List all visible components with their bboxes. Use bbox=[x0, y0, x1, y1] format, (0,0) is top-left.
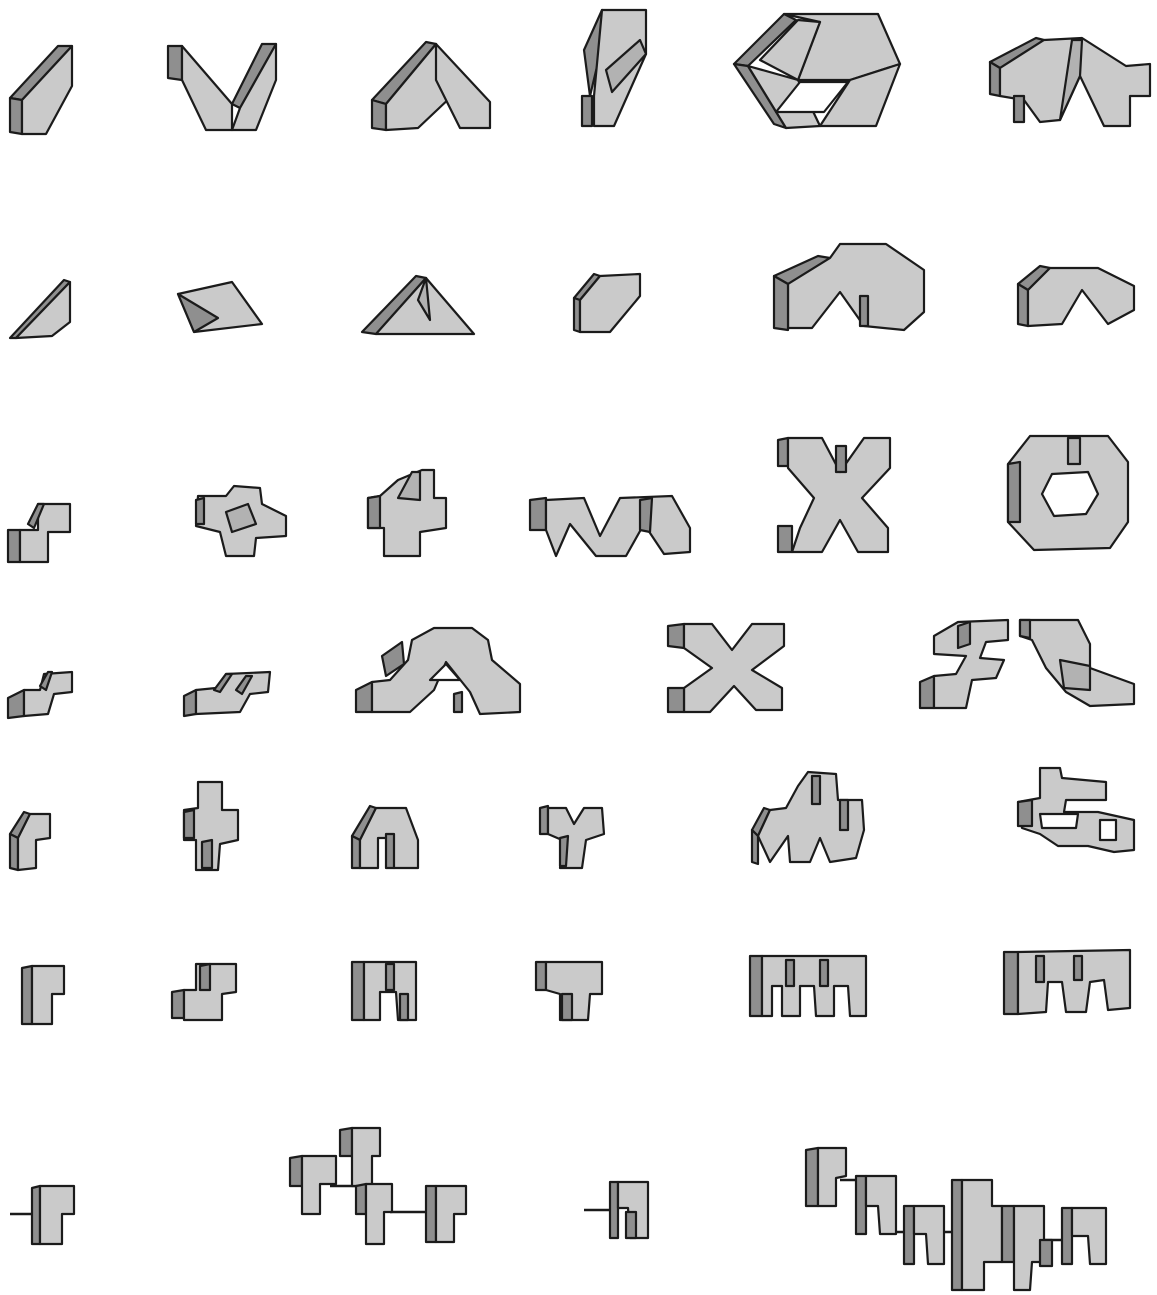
row-3-shape-4 bbox=[530, 496, 690, 556]
row-2-shape-6 bbox=[1018, 266, 1134, 326]
row-6-shape-2 bbox=[172, 964, 236, 1020]
row-2-shape-1 bbox=[10, 280, 70, 338]
row-1-shape-5 bbox=[734, 14, 900, 128]
row-3-shape-5 bbox=[778, 438, 890, 552]
row-1-shape-4 bbox=[582, 10, 646, 126]
row-1-shape-3 bbox=[372, 42, 490, 130]
row-4-shape-3 bbox=[356, 628, 520, 714]
row-4-shape-1 bbox=[8, 672, 72, 718]
row-5-shape-2 bbox=[184, 782, 238, 870]
row-7-shape-2 bbox=[290, 1128, 466, 1244]
row-5-shape-3 bbox=[352, 806, 418, 868]
row-6-shape-1 bbox=[22, 966, 64, 1024]
row-6-shape-4 bbox=[536, 962, 602, 1020]
row-1-shape-2 bbox=[168, 44, 276, 130]
row-7-shape-3 bbox=[584, 1182, 648, 1238]
row-6-shape-3 bbox=[352, 962, 416, 1020]
row-1-shape-1 bbox=[10, 46, 72, 134]
row-7-shape-1 bbox=[10, 1186, 74, 1244]
row-4-shape-4 bbox=[668, 624, 784, 712]
row-7-shape-4 bbox=[806, 1148, 1106, 1290]
row-3-shape-3 bbox=[368, 470, 446, 556]
row-5-shape-5 bbox=[752, 772, 864, 864]
row-2-shape-2 bbox=[178, 282, 262, 332]
row-2-shape-4 bbox=[574, 274, 640, 332]
row-5-shape-4 bbox=[540, 806, 604, 868]
row-6-shape-6 bbox=[1004, 950, 1130, 1014]
row-3-shape-6 bbox=[1008, 436, 1128, 550]
row-6-shape-5 bbox=[750, 956, 866, 1016]
row-2-shape-5 bbox=[774, 244, 924, 330]
row-3-shape-1 bbox=[8, 504, 70, 562]
row-4-shape-2 bbox=[184, 672, 270, 716]
row-5-shape-6 bbox=[1018, 768, 1134, 852]
row-5-shape-1 bbox=[10, 812, 50, 870]
row-2-shape-3 bbox=[362, 276, 474, 334]
row-3-shape-2 bbox=[196, 486, 286, 556]
row-1-shape-6 bbox=[990, 38, 1150, 126]
row-4-shape-5 bbox=[920, 620, 1134, 708]
